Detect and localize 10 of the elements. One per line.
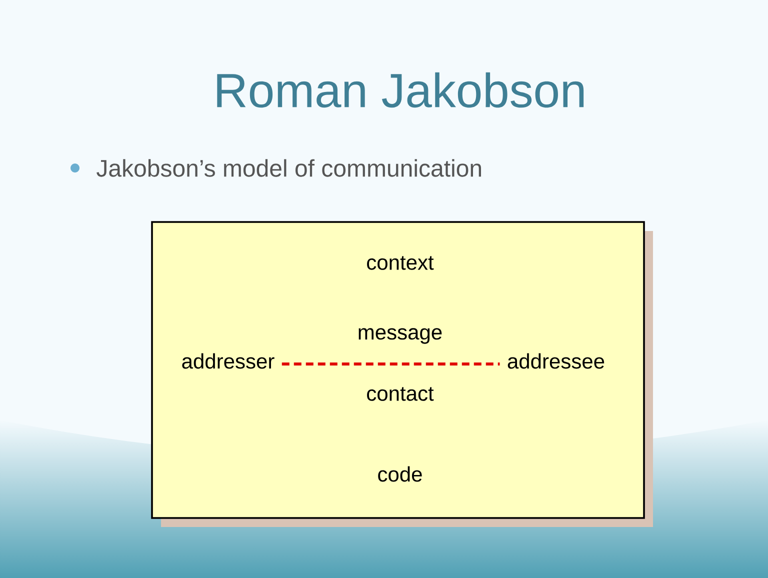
function-label: code (378, 466, 422, 482)
bullet-text: Jakobson’s model of communication (96, 159, 481, 177)
title: Roman Jakobson (217, 72, 584, 108)
function-label: message (358, 328, 442, 344)
dashed-line (282, 362, 500, 366)
diagram-box (151, 221, 653, 527)
party-label: addressee (508, 353, 604, 369)
function-label: contact (367, 387, 434, 401)
party-label: addresser (182, 353, 274, 369)
function-label: context (367, 256, 434, 270)
